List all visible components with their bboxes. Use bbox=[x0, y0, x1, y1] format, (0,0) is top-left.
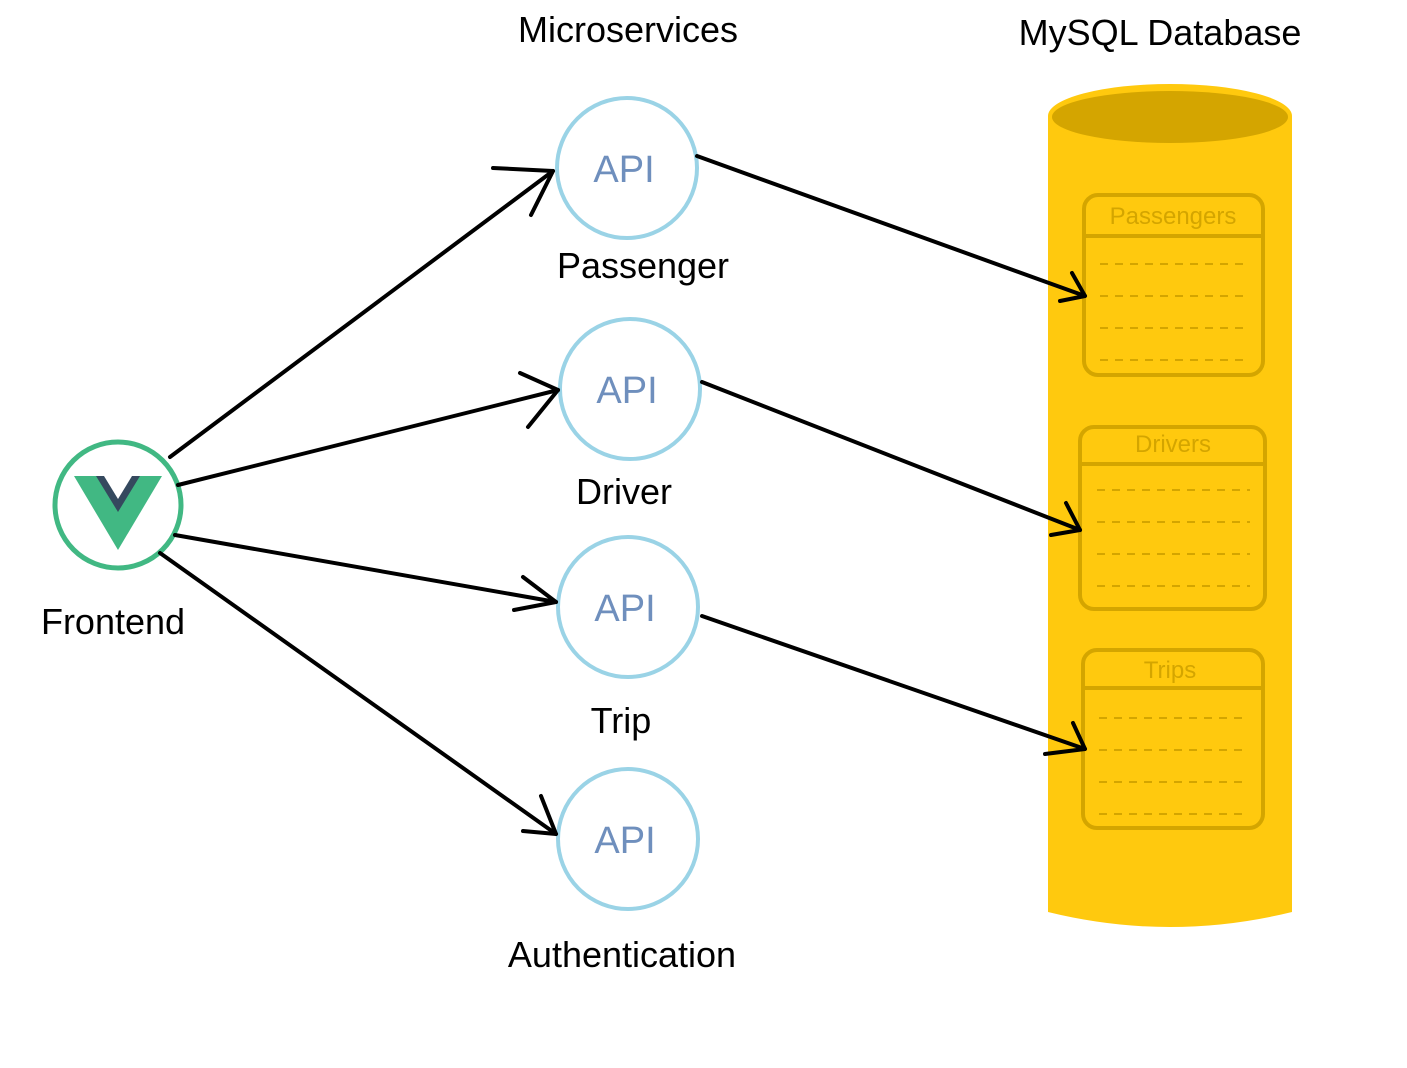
api-trip-node: API bbox=[556, 535, 700, 679]
database-heading: MySQL Database bbox=[1019, 12, 1302, 53]
arrow-frontend-to-authentication bbox=[158, 551, 558, 836]
table-name-trips: Trips bbox=[1144, 657, 1196, 684]
api-passenger-text: API bbox=[593, 149, 654, 191]
arrow-passenger-to-passengers-table bbox=[695, 154, 1087, 303]
driver-label: Driver bbox=[576, 471, 672, 512]
authentication-label: Authentication bbox=[508, 934, 736, 975]
frontend-node bbox=[52, 439, 184, 571]
arrow-driver-to-drivers-table bbox=[700, 380, 1082, 537]
table-name-drivers: Drivers bbox=[1135, 431, 1211, 458]
arrow-trip-to-trips-table bbox=[700, 614, 1087, 756]
api-driver-text: API bbox=[596, 370, 657, 412]
db-table-trips: Trips bbox=[1081, 648, 1265, 830]
passenger-label: Passenger bbox=[557, 245, 729, 286]
db-table-passengers: Passengers bbox=[1082, 193, 1265, 377]
api-driver-node: API bbox=[558, 317, 702, 461]
frontend-label: Frontend bbox=[41, 601, 185, 642]
vue-logo-icon bbox=[74, 476, 162, 550]
microservices-heading: Microservices bbox=[518, 9, 738, 50]
arrow-frontend-to-driver bbox=[176, 371, 560, 487]
api-trip-text: API bbox=[594, 588, 655, 630]
api-authentication-text: API bbox=[594, 820, 655, 862]
arrow-frontend-to-passenger bbox=[168, 166, 555, 459]
table-name-passengers: Passengers bbox=[1110, 203, 1237, 230]
arrow-frontend-to-trip bbox=[173, 533, 558, 612]
api-authentication-node: API bbox=[556, 767, 700, 911]
trip-label: Trip bbox=[591, 700, 652, 741]
mysql-database-cylinder bbox=[1048, 84, 1292, 927]
api-passenger-node: API bbox=[555, 96, 699, 240]
db-table-drivers: Drivers bbox=[1078, 425, 1267, 611]
